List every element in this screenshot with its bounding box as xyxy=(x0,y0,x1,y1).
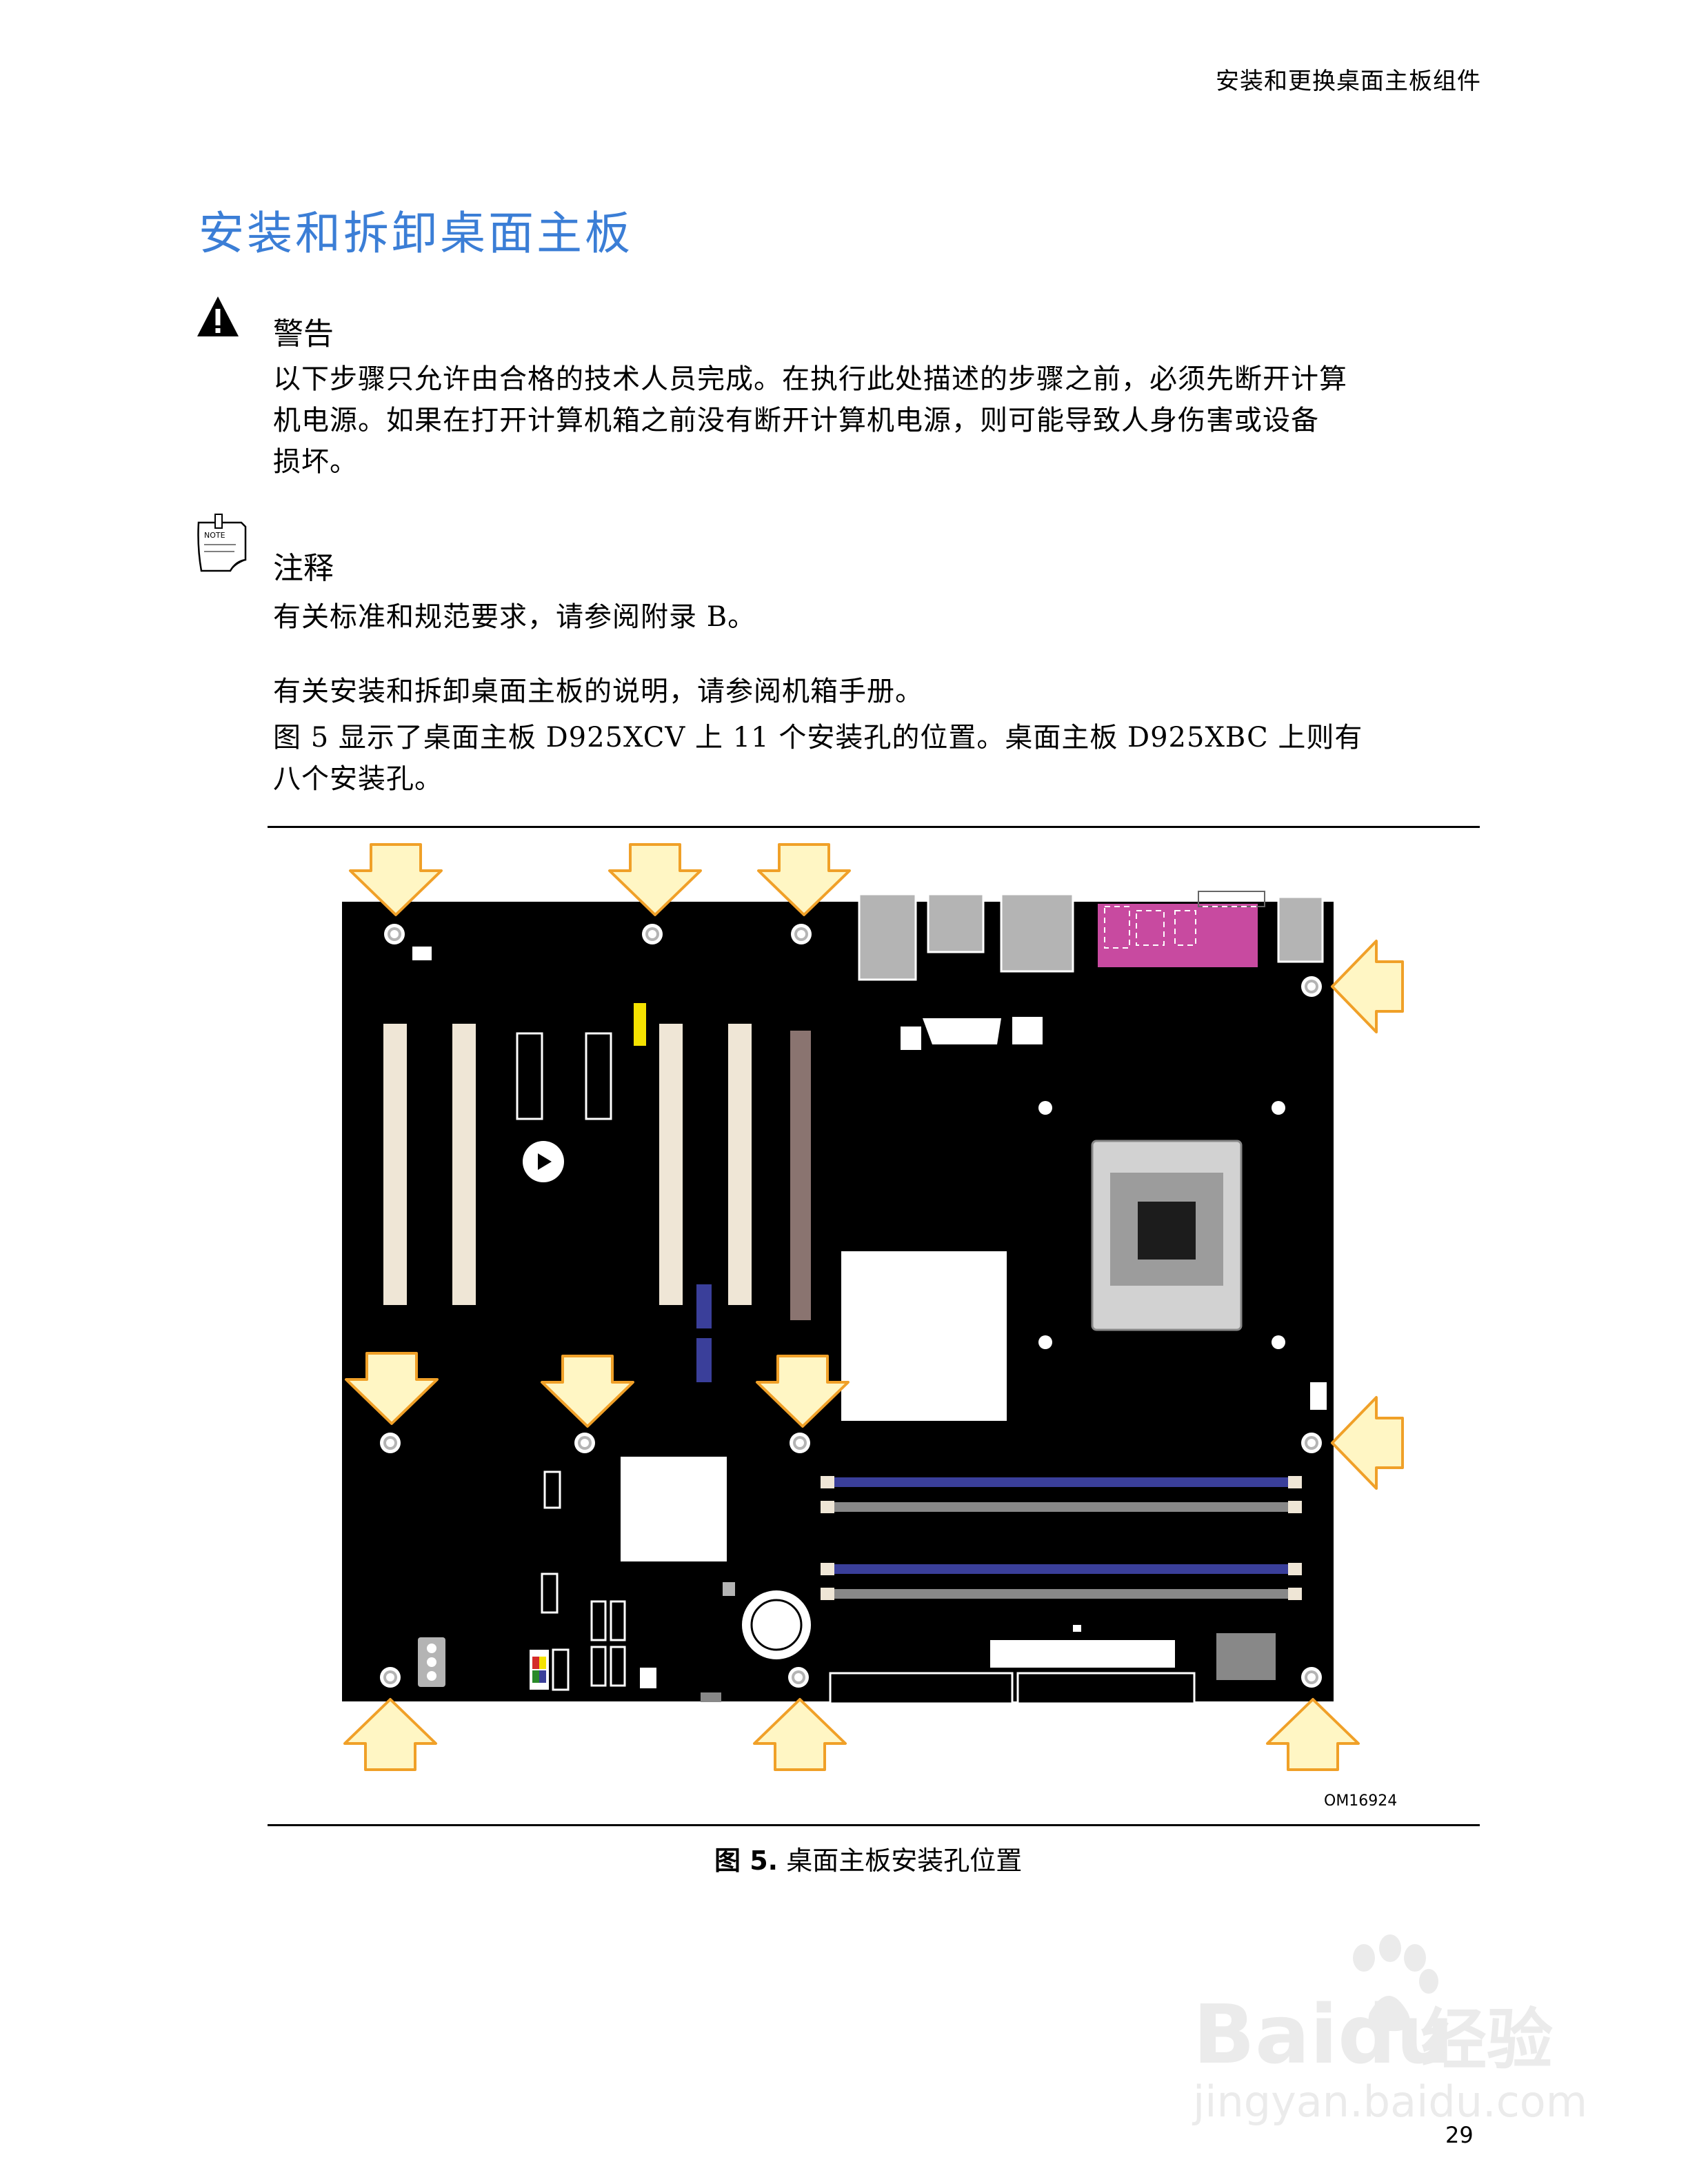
io-connector xyxy=(927,893,985,953)
mounting-hole xyxy=(642,924,663,944)
header-block xyxy=(585,1032,612,1120)
pci-slot xyxy=(383,1024,407,1305)
ide-connector xyxy=(1016,1672,1196,1705)
caption-text: 桌面主板安装孔位置 xyxy=(786,1846,1023,1876)
hole-arrow xyxy=(1331,940,1404,1033)
caption-label: 图 5. xyxy=(714,1846,778,1876)
running-header: 安装和更换桌面主板组件 xyxy=(1216,68,1481,95)
figure-top-rule xyxy=(268,826,1480,828)
hole-arrow xyxy=(343,1698,437,1771)
note-pad-icon: NOTE xyxy=(197,514,247,572)
ide-connector xyxy=(829,1672,1014,1705)
ide-connector xyxy=(990,1640,1175,1668)
header-pin xyxy=(1012,1017,1043,1044)
hole-arrow xyxy=(1266,1698,1360,1771)
warning-triangle-icon xyxy=(197,296,239,336)
section-title: 安装和拆卸桌面主板 xyxy=(199,207,633,260)
warning-line: 以下步骤只允许由合格的技术人员完成。在执行此处描述的步骤之前，必须先断开计算 xyxy=(273,363,1347,395)
watermark-cn: 经验 xyxy=(1420,2001,1553,2079)
note-icon-text: NOTE xyxy=(204,531,225,540)
pci-slot xyxy=(659,1024,683,1305)
blue-header xyxy=(696,1284,712,1328)
power-connector xyxy=(1216,1633,1276,1680)
mounting-hole xyxy=(574,1433,595,1453)
dimm-slots xyxy=(821,1476,1302,1600)
watermark-url: jingyan.baidu.com xyxy=(1192,2076,1586,2127)
header-block xyxy=(543,1470,561,1509)
paragraph-line: 图 5 显示了桌面主板 D925XCV 上 11 个安装孔的位置。桌面主板 D9… xyxy=(273,722,1363,754)
header-pin xyxy=(412,947,432,960)
header-block xyxy=(541,1573,559,1614)
hole-arrow xyxy=(1331,1396,1404,1490)
header-pin xyxy=(901,1027,921,1050)
note-body: 有关标准和规范要求，请参阅附录 B。 xyxy=(273,601,756,633)
agp-slot xyxy=(790,1031,811,1320)
figure-caption: 图 5. 桌面主板安装孔位置 xyxy=(714,1839,1022,1877)
yellow-header xyxy=(634,1003,646,1046)
io-connector xyxy=(1277,896,1324,963)
paragraph-chassis: 有关安装和拆卸桌面主板的说明，请参阅机箱手册。 xyxy=(273,676,923,707)
io-connector xyxy=(1000,893,1074,973)
chipset-heatsink xyxy=(621,1457,727,1561)
paragraph-mounting-holes: 图 5 显示了桌面主板 D925XCV 上 11 个安装孔的位置。桌面主板 D9… xyxy=(273,717,1390,800)
mounting-hole xyxy=(791,924,812,944)
figure-bottom-rule xyxy=(268,1824,1480,1826)
mounting-hole xyxy=(1301,1433,1322,1453)
header-pin xyxy=(1310,1382,1327,1410)
header-block xyxy=(516,1032,543,1120)
page-number: 29 xyxy=(1445,2122,1474,2148)
motherboard-figure xyxy=(342,843,1404,1771)
io-connector xyxy=(858,893,917,981)
mounting-hole xyxy=(1301,1667,1322,1688)
watermark-brand: Baidu xyxy=(1193,1987,1454,2082)
mounting-hole xyxy=(1301,976,1322,997)
power-connector xyxy=(923,1018,1001,1044)
paragraph-line: 八个安装孔。 xyxy=(273,763,443,795)
blue-header xyxy=(696,1338,712,1382)
mounting-hole xyxy=(380,1667,401,1688)
pci-slot xyxy=(728,1024,752,1305)
warning-title: 警告 xyxy=(273,316,334,352)
baidu-watermark-logo: Baidu 经验 jingyan.baidu.com xyxy=(1192,1934,1586,2127)
note-title: 注释 xyxy=(273,551,334,586)
mounting-hole xyxy=(384,924,405,944)
warning-body: 以下步骤只允许由合格的技术人员完成。在执行此处描述的步骤之前，必须先断开计算 机… xyxy=(273,358,1445,483)
mounting-hole xyxy=(380,1433,401,1453)
warning-line: 损坏。 xyxy=(273,446,358,478)
warning-line: 机电源。如果在打开计算机箱之前没有断开计算机电源，则可能导致人身伤害或设备 xyxy=(273,405,1319,436)
mounting-hole xyxy=(788,1667,809,1688)
pci-slot xyxy=(452,1024,476,1305)
io-parallel-port xyxy=(1098,904,1258,967)
mounting-hole xyxy=(790,1433,810,1453)
chipset-heatsink xyxy=(841,1251,1007,1421)
hole-arrow xyxy=(753,1698,847,1771)
figure-id: OM16924 xyxy=(1324,1792,1398,1810)
color-header xyxy=(530,1650,549,1690)
